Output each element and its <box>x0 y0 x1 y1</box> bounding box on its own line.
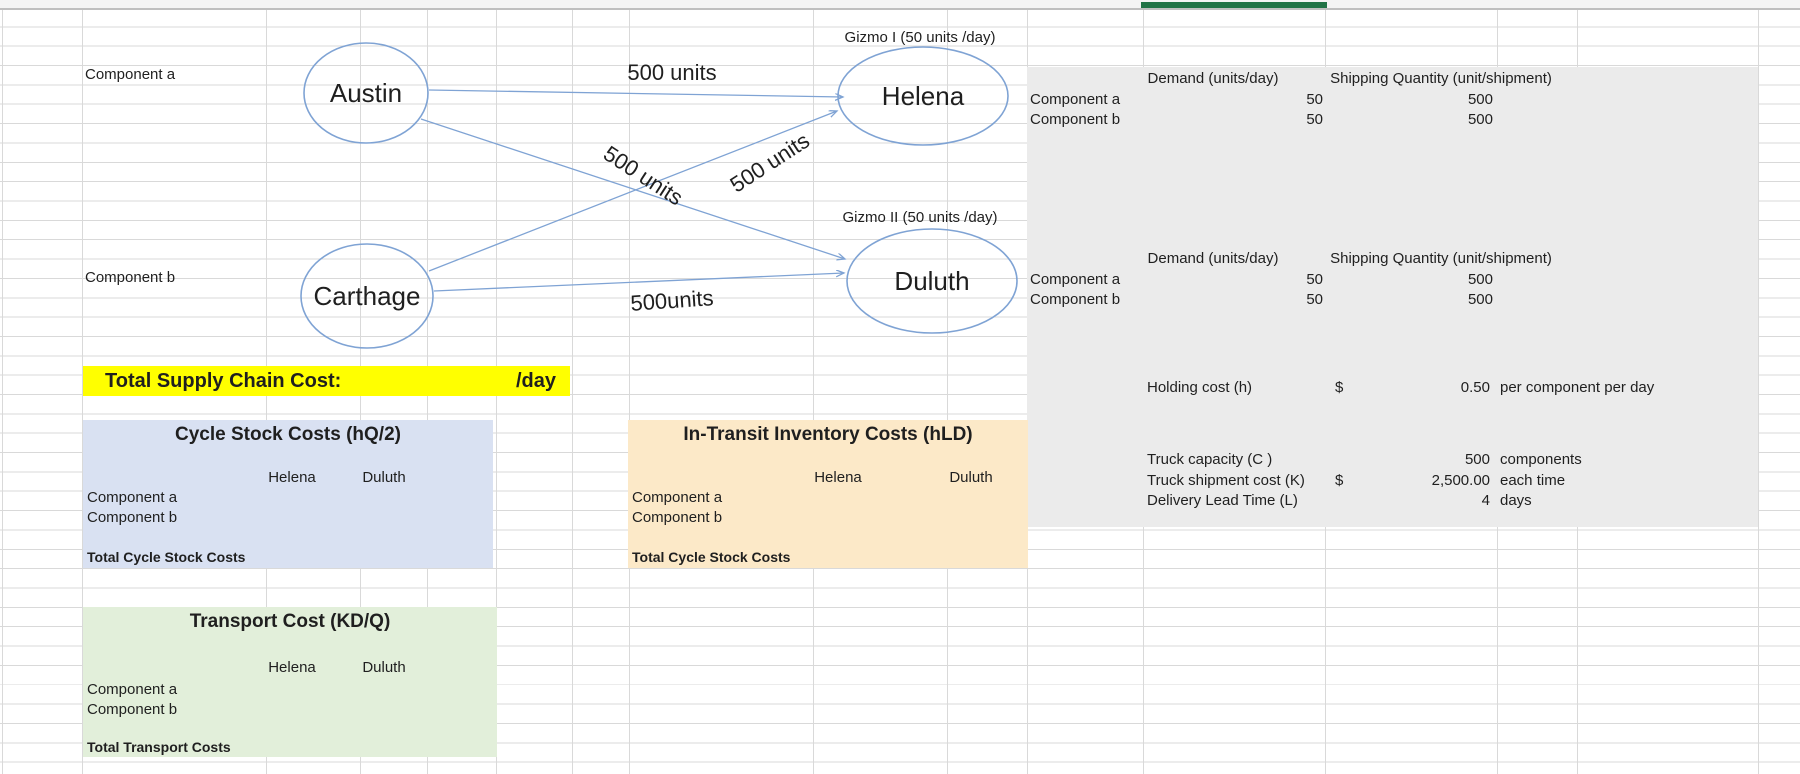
flow-label-austin-helena[interactable]: 500 units <box>627 60 717 85</box>
table1-row-a-shipping[interactable]: 500 <box>1467 91 1493 108</box>
table2-row-a-demand[interactable]: 50 <box>1306 271 1323 288</box>
cycle-stock-costs-box: Cycle Stock Costs (hQ/2) Helena Duluth C… <box>83 420 493 568</box>
transport-cost-box: Transport Cost (KD/Q) Helena Duluth Comp… <box>83 607 497 757</box>
cycle-duluth-header[interactable]: Duluth <box>362 469 406 486</box>
transport-cost-title[interactable]: Transport Cost (KD/Q) <box>189 611 391 632</box>
vertical-gridline <box>629 0 630 774</box>
in-transit-costs-box: In-Transit Inventory Costs (hLD) Helena … <box>628 420 1028 568</box>
per-day-suffix[interactable]: /day <box>515 370 556 392</box>
cycle-stock-costs-title[interactable]: Cycle Stock Costs (hQ/2) <box>175 424 401 445</box>
carthage-node-ellipse[interactable] <box>300 243 434 349</box>
cycle-total-label[interactable]: Total Cycle Stock Costs <box>87 549 246 565</box>
truck-capacity-value[interactable]: 500 <box>1464 451 1490 468</box>
arrow-austin-duluth[interactable] <box>420 118 845 259</box>
holding-cost-unit[interactable]: per component per day <box>1500 379 1655 396</box>
arrow-carthage-helena[interactable] <box>428 111 837 272</box>
transit-total-label[interactable]: Total Cycle Stock Costs <box>632 549 791 565</box>
component-a-source-label[interactable]: Component a <box>85 66 176 83</box>
vertical-gridline <box>813 0 814 774</box>
arrow-austin-helena[interactable] <box>428 89 843 97</box>
truck-shipment-cost-label[interactable]: Truck shipment cost (K) <box>1147 472 1305 489</box>
transit-duluth-header[interactable]: Duluth <box>949 469 993 486</box>
transit-helena-header[interactable]: Helena <box>814 469 862 486</box>
holding-cost-currency[interactable]: $ <box>1335 379 1344 396</box>
gizmo-2-caption[interactable]: Gizmo II (50 units /day) <box>842 209 998 226</box>
duluth-node-label[interactable]: Duluth <box>894 266 970 296</box>
vertical-gridline <box>82 0 83 774</box>
total-supply-chain-cost-banner: Total Supply Chain Cost: /day <box>83 366 570 396</box>
vertical-gridline <box>2 0 3 774</box>
austin-node-label[interactable]: Austin <box>329 78 403 108</box>
table2-row-b-label[interactable]: Component b <box>1030 291 1121 308</box>
transport-component-a-label[interactable]: Component a <box>87 681 178 698</box>
truck-shipment-cost-unit[interactable]: each time <box>1500 472 1566 489</box>
cycle-helena-header[interactable]: Helena <box>268 469 316 486</box>
transit-component-a-label[interactable]: Component a <box>632 489 723 506</box>
truck-capacity-unit[interactable]: components <box>1500 451 1582 468</box>
in-transit-costs-title[interactable]: In-Transit Inventory Costs (hLD) <box>683 424 973 445</box>
delivery-lead-time-unit[interactable]: days <box>1500 492 1532 509</box>
table1-shipping-header[interactable]: Shipping Quantity (unit/shipment) <box>1330 70 1552 87</box>
duluth-node-ellipse[interactable] <box>846 228 1018 334</box>
vertical-gridline <box>572 0 573 774</box>
table1-row-b-label[interactable]: Component b <box>1030 111 1121 128</box>
truck-shipment-cost-value[interactable]: 2,500.00 <box>1431 472 1490 489</box>
delivery-lead-time-label[interactable]: Delivery Lead Time (L) <box>1147 492 1298 509</box>
table1-demand-header[interactable]: Demand (units/day) <box>1147 70 1279 87</box>
supply-chain-diagram <box>300 42 1018 349</box>
table2-row-a-shipping[interactable]: 500 <box>1467 271 1493 288</box>
cycle-component-a-label[interactable]: Component a <box>87 489 178 506</box>
helena-node-label[interactable]: Helena <box>881 81 965 111</box>
transport-total-label[interactable]: Total Transport Costs <box>87 739 231 755</box>
transport-helena-header[interactable]: Helena <box>268 659 316 676</box>
table2-shipping-header[interactable]: Shipping Quantity (unit/shipment) <box>1330 250 1552 267</box>
component-b-source-label[interactable]: Component b <box>85 269 176 286</box>
selected-cell-indicator[interactable] <box>1141 2 1327 8</box>
cycle-component-b-label[interactable]: Component b <box>87 509 178 526</box>
arrow-carthage-duluth[interactable] <box>433 273 844 292</box>
table1-row-b-shipping[interactable]: 500 <box>1467 111 1493 128</box>
table1-row-b-demand[interactable]: 50 <box>1306 111 1323 128</box>
vertical-gridline <box>1758 0 1759 774</box>
truck-capacity-label[interactable]: Truck capacity (C ) <box>1147 451 1273 468</box>
holding-cost-label[interactable]: Holding cost (h) <box>1147 379 1253 396</box>
holding-cost-value[interactable]: 0.50 <box>1460 379 1490 396</box>
austin-node-ellipse[interactable] <box>303 42 429 144</box>
table2-demand-header[interactable]: Demand (units/day) <box>1147 250 1279 267</box>
vertical-gridline <box>947 0 948 774</box>
table1-row-a-label[interactable]: Component a <box>1030 91 1121 108</box>
delivery-lead-time-value[interactable]: 4 <box>1481 492 1490 509</box>
truck-shipment-cost-currency[interactable]: $ <box>1335 472 1344 489</box>
transit-component-b-label[interactable]: Component b <box>632 509 723 526</box>
total-supply-chain-cost-label[interactable]: Total Supply Chain Cost: <box>105 370 342 392</box>
table1-row-a-demand[interactable]: 50 <box>1306 91 1323 108</box>
top-row-sliver <box>0 0 1800 10</box>
table2-row-b-shipping[interactable]: 500 <box>1467 291 1493 308</box>
table2-row-b-demand[interactable]: 50 <box>1306 291 1323 308</box>
table2-row-a-label[interactable]: Component a <box>1030 271 1121 288</box>
gizmo-1-caption[interactable]: Gizmo I (50 units /day) <box>844 29 996 46</box>
transport-duluth-header[interactable]: Duluth <box>362 659 406 676</box>
transport-component-b-label[interactable]: Component b <box>87 701 178 718</box>
carthage-node-label[interactable]: Carthage <box>313 281 421 311</box>
parameters-panel-background <box>1027 67 1758 527</box>
